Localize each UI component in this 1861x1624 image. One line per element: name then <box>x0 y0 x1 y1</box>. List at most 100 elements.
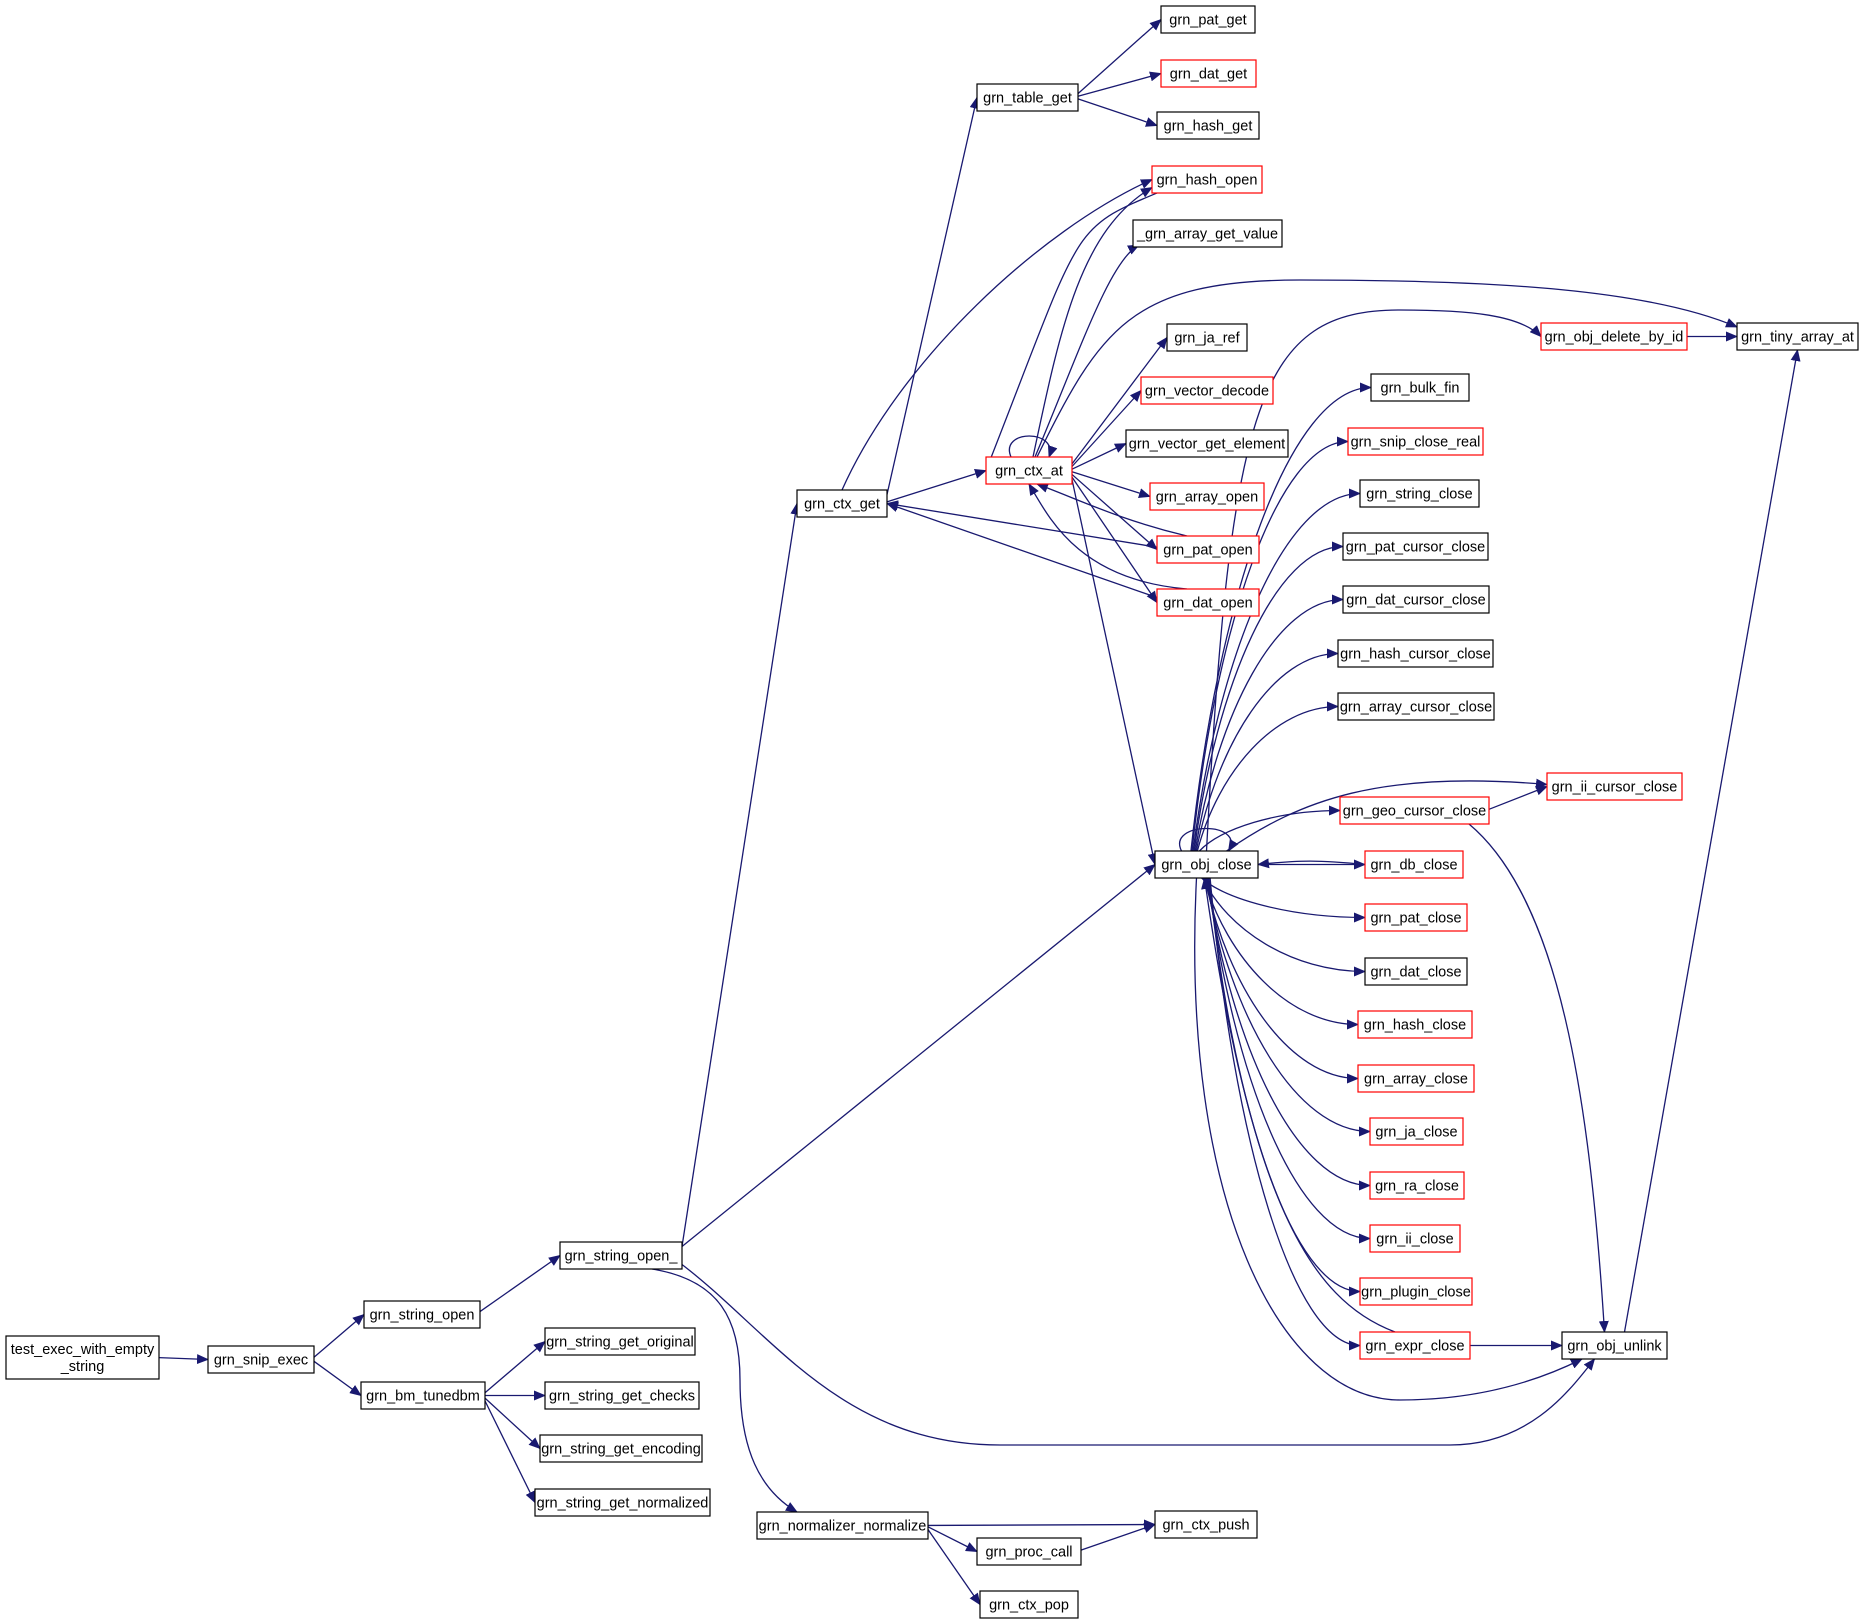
nodes-layer: test_exec_with_empty_string grn_snip_exec… <box>5 5 1859 1619</box>
node-label: grn_dat_cursor_close <box>1346 593 1485 609</box>
edge-grn_dat_open-to-grn_ctx_at <box>1028 483 1188 590</box>
node-box <box>1132 219 1283 248</box>
node-grn_ctx_at[interactable]: grn_ctx_at <box>985 456 1073 485</box>
node-grn_vector_decode[interactable]: grn_vector_decode <box>1140 376 1274 405</box>
edges-layer <box>158 18 1801 1606</box>
node-label: grn_table_get <box>983 91 1072 107</box>
node-grn_vector_get_element[interactable]: grn_vector_get_element <box>1125 429 1289 458</box>
node-grn_obj_unlink[interactable]: grn_obj_unlink <box>1561 1331 1668 1360</box>
node-label: grn_ctx_get <box>804 497 880 513</box>
node-grn_hash_get[interactable]: grn_hash_get <box>1156 111 1260 140</box>
node-box <box>1359 479 1480 508</box>
node-label: grn_ja_ref <box>1174 331 1240 347</box>
node-grn_string_open_[interactable]: grn_string_open_ <box>559 1241 683 1270</box>
node-grn_obj_close[interactable]: grn_obj_close <box>1154 850 1259 879</box>
node-grn_snip_exec[interactable]: grn_snip_exec <box>207 1345 315 1374</box>
node-label: test_exec_with_empty <box>11 1342 155 1358</box>
edge-grn_obj_close-to-grn_dat_cursor_close <box>1194 594 1344 852</box>
node-grn_normalizer_normalize[interactable]: grn_normalizer_normalize <box>756 1511 929 1540</box>
node-grn_dat_close[interactable]: grn_dat_close <box>1364 957 1468 986</box>
node-grn_table_get[interactable]: grn_table_get <box>976 83 1079 112</box>
node-grn_string_close[interactable]: grn_string_close <box>1359 479 1480 508</box>
edge-grn_ctx_at-to-grn_tiny_array_at <box>1036 279 1738 458</box>
node-box <box>1337 692 1495 721</box>
node-grn_hash_open[interactable]: grn_hash_open <box>1151 165 1263 194</box>
node-grn_ja_ref[interactable]: grn_ja_ref <box>1166 323 1248 352</box>
edge-grn_bm_tunedbm-to-grn_string_get_encoding <box>484 1397 541 1450</box>
node-label: grn_hash_cursor_close <box>1340 647 1491 663</box>
node-label: grn_expr_close <box>1365 1339 1464 1355</box>
node-grn_pat_open[interactable]: grn_pat_open <box>1156 535 1260 564</box>
node-grn_pat_cursor_close[interactable]: grn_pat_cursor_close <box>1342 532 1489 561</box>
node-grn_ii_close[interactable]: grn_ii_close <box>1369 1224 1461 1253</box>
node-grn_bm_tunedbm[interactable]: grn_bm_tunedbm <box>360 1381 486 1410</box>
edge-grn_obj_unlink-to-grn_tiny_array_at <box>1623 349 1801 1333</box>
edge-grn_pat_open-to-grn_ctx_get <box>886 500 1158 548</box>
node-grn_ra_close[interactable]: grn_ra_close <box>1369 1171 1465 1200</box>
node-grn_array_cursor_close[interactable]: grn_array_cursor_close <box>1337 692 1495 721</box>
node-grn_snip_close_real[interactable]: grn_snip_close_real <box>1347 427 1484 456</box>
node-_grn_array_get_value[interactable]: _grn_array_get_value <box>1132 219 1283 248</box>
node-label: grn_string_get_original <box>546 1335 694 1351</box>
node-grn_ctx_push[interactable]: grn_ctx_push <box>1154 1510 1258 1539</box>
node-grn_string_get_original[interactable]: grn_string_get_original <box>544 1327 696 1356</box>
node-box <box>1370 373 1470 402</box>
node-grn_array_open[interactable]: grn_array_open <box>1149 482 1265 511</box>
node-box <box>5 1335 160 1380</box>
node-grn_pat_close[interactable]: grn_pat_close <box>1364 903 1468 932</box>
node-grn_hash_close[interactable]: grn_hash_close <box>1357 1010 1473 1039</box>
node-label: grn_pat_open <box>1163 543 1253 559</box>
edge-grn_ctx_get-to-grn_hash_open <box>841 178 1153 491</box>
node-label: grn_obj_delete_by_id <box>1545 330 1684 346</box>
edge-grn_obj_close-to-grn_ja_close <box>1205 877 1371 1137</box>
node-label: grn_db_close <box>1370 858 1457 874</box>
edge-grn_db_close-to-grn_obj_close <box>1257 858 1366 869</box>
edge-grn_obj_close-to-grn_geo_cursor_close <box>1198 805 1341 852</box>
node-box <box>363 1300 481 1329</box>
node-box <box>796 489 888 518</box>
node-grn_string_get_checks[interactable]: grn_string_get_checks <box>544 1381 700 1410</box>
edge-grn_obj_close-to-grn_ra_close <box>1206 877 1371 1191</box>
node-grn_string_get_normalized[interactable]: grn_string_get_normalized <box>534 1488 711 1517</box>
node-box <box>539 1434 703 1463</box>
edge-grn_obj_close-to-grn_obj_close <box>1178 827 1239 852</box>
node-grn_string_get_encoding[interactable]: grn_string_get_encoding <box>539 1434 703 1463</box>
node-grn_db_close[interactable]: grn_db_close <box>1364 850 1464 879</box>
node-label: grn_tiny_array_at <box>1741 330 1854 346</box>
node-grn_plugin_close[interactable]: grn_plugin_close <box>1359 1277 1473 1306</box>
node-label: grn_dat_close <box>1370 965 1461 981</box>
node-box <box>979 1590 1079 1619</box>
node-box <box>1156 111 1260 140</box>
node-label: grn_hash_open <box>1157 173 1258 189</box>
edge-grn_ctx_at-to-grn_obj_close <box>1071 479 1158 866</box>
node-grn_ja_close[interactable]: grn_ja_close <box>1369 1117 1464 1146</box>
node-label: grn_plugin_close <box>1361 1285 1471 1301</box>
edge-grn_table_get-to-grn_pat_get <box>1077 18 1162 95</box>
node-grn_proc_call[interactable]: grn_proc_call <box>976 1537 1082 1566</box>
node-grn_dat_cursor_close[interactable]: grn_dat_cursor_close <box>1342 585 1490 614</box>
node-grn_hash_cursor_close[interactable]: grn_hash_cursor_close <box>1337 639 1494 668</box>
node-grn_tiny_array_at[interactable]: grn_tiny_array_at <box>1736 322 1859 351</box>
node-box <box>756 1511 929 1540</box>
node-box <box>544 1381 700 1410</box>
node-grn_ctx_get[interactable]: grn_ctx_get <box>796 489 888 518</box>
node-grn_geo_cursor_close[interactable]: grn_geo_cursor_close <box>1339 796 1490 825</box>
node-grn_expr_close[interactable]: grn_expr_close <box>1359 1331 1471 1360</box>
node-grn_ctx_pop[interactable]: grn_ctx_pop <box>979 1590 1079 1619</box>
node-grn_pat_get[interactable]: grn_pat_get <box>1160 5 1256 34</box>
node-grn_dat_open[interactable]: grn_dat_open <box>1156 588 1260 617</box>
node-grn_array_close[interactable]: grn_array_close <box>1357 1064 1475 1093</box>
edge-grn_obj_close-to-grn_ii_cursor_close <box>1226 778 1548 852</box>
edge-grn_obj_close-to-grn_hash_close <box>1203 877 1359 1030</box>
edge-grn_bm_tunedbm-to-grn_string_get_normalized <box>484 1400 536 1504</box>
node-label: grn_hash_close <box>1364 1018 1466 1034</box>
node-grn_string_open[interactable]: grn_string_open <box>363 1300 481 1329</box>
node-grn_bulk_fin[interactable]: grn_bulk_fin <box>1370 373 1470 402</box>
node-grn_obj_delete_by_id[interactable]: grn_obj_delete_by_id <box>1540 322 1688 351</box>
node-grn_ii_cursor_close[interactable]: grn_ii_cursor_close <box>1546 772 1683 801</box>
node-label: grn_obj_unlink <box>1567 1339 1662 1355</box>
node-box <box>1546 772 1683 801</box>
node-test_exec_with_empty_string[interactable]: test_exec_with_empty_string <box>5 1335 160 1380</box>
edge-grn_string_open_-to-grn_obj_unlink <box>677 1260 1596 1446</box>
node-grn_dat_get[interactable]: grn_dat_get <box>1160 59 1257 88</box>
